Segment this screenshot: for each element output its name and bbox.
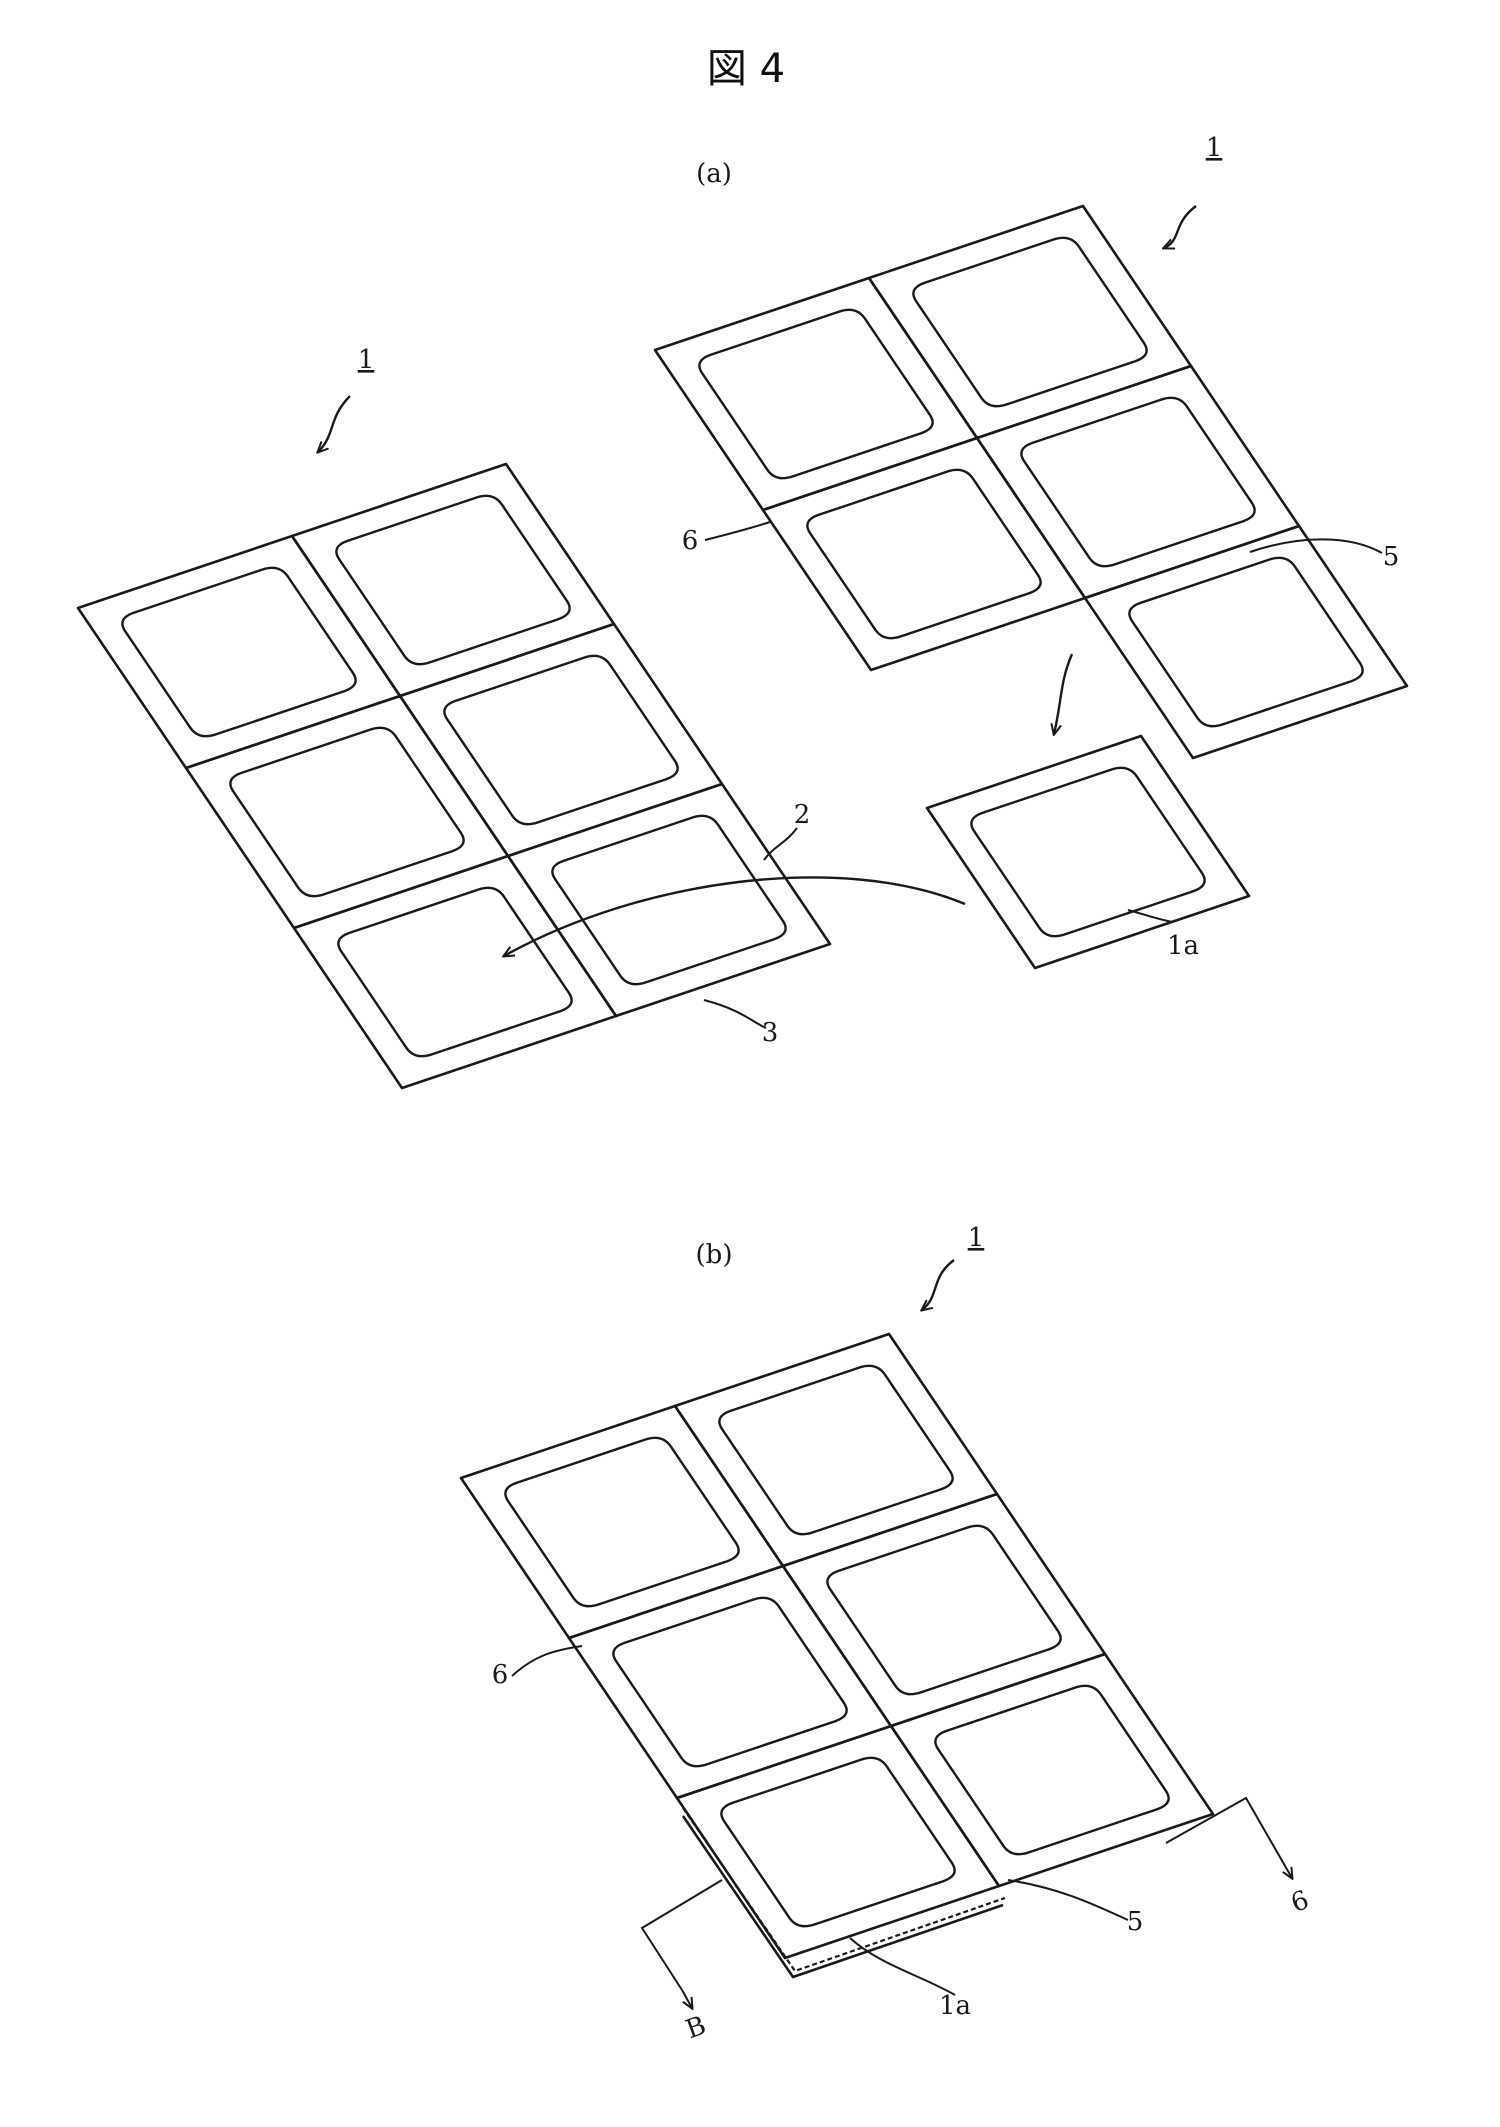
section-line-right (1165, 1796, 1292, 1878)
sheet-b-cell-r0-c0 (459, 1404, 785, 1640)
transfer-arrow-piece-to-slot (504, 876, 966, 956)
reference-arrow-sheet-a-left (318, 395, 351, 452)
leader-2 (763, 827, 798, 861)
sheet-b-window-r0-c1 (718, 1364, 954, 1536)
sheet-a-left-cell-r2-c1 (506, 782, 832, 1018)
sheet-a-left-window-r2-c1 (551, 814, 787, 986)
sheet-a-left-window-r0-c1 (335, 494, 571, 666)
sheet-a-left-grid (76, 462, 832, 1090)
section-arrow-left (681, 1989, 692, 2008)
piece-1a-window-r0-c0 (970, 766, 1206, 938)
leader-3 (703, 999, 767, 1029)
sheet-b-window-r1-c0 (612, 1596, 848, 1768)
label-sheet-b: 1 (968, 1223, 985, 1253)
panel-b-caption: (b) (696, 1240, 733, 1270)
label-2: 2 (794, 800, 811, 830)
sheet-a-left-cell-r2-c0 (292, 854, 618, 1090)
repaired-piece-edge (682, 1807, 1006, 1973)
panel-a-caption: (a) (696, 159, 732, 189)
leader-1a-a (1127, 909, 1174, 923)
sheet-a-right-window-r0-c0 (698, 308, 934, 480)
sheet-a-right-cell-r1-c1 (975, 364, 1301, 600)
sheet-b-window-r0-c0 (504, 1436, 740, 1608)
sheet-a-right-window-r1-c0 (806, 468, 1042, 640)
sheet-a-right-cell-r2-c1 (1083, 524, 1409, 760)
figure-title: 図 4 (707, 46, 785, 92)
sheet-b-grid (459, 1332, 1215, 1960)
label-sheet-a-left: 1 (358, 345, 375, 375)
reference-arrow-sheet-a-right (1164, 205, 1197, 248)
sheet-b-cell-r0-c1 (673, 1332, 999, 1568)
label-section-right: 6 (1287, 1885, 1313, 1919)
label-6-b: 6 (492, 1660, 509, 1690)
label-5-a: 5 (1383, 542, 1400, 572)
section-line-left (640, 1879, 723, 1991)
sheet-a-right-window-r1-c1 (1020, 396, 1256, 568)
sheet-b-cell-r1-c1 (781, 1492, 1107, 1728)
sheet-b-cell-r2-c1 (889, 1652, 1215, 1888)
leader-5-a (1249, 538, 1383, 554)
sheet-a-left-window-r2-c0 (337, 886, 573, 1058)
label-sheet-a-right: 1 (1206, 133, 1223, 163)
leader-1a-b (849, 1937, 956, 1996)
sheet-a-left-window-r1-c0 (229, 726, 465, 898)
label-1a-a: 1a (1167, 931, 1199, 961)
sheet-a-right-cell-r0-c1 (867, 204, 1193, 440)
label-1a-b: 1a (939, 1991, 971, 2021)
label-5-b: 5 (1127, 1907, 1144, 1937)
sheet-a-right-cell-r0-c0 (653, 276, 979, 512)
sheet-b-cell-r1-c0 (567, 1564, 893, 1800)
detached-piece-1a (925, 734, 1251, 970)
sheet-a-right-window-r0-c1 (912, 236, 1148, 408)
sheet-a-left-cell-r1-c1 (398, 622, 724, 858)
reference-arrow-sheet-b (922, 1259, 955, 1310)
sheet-a-right-cell-r1-c0 (761, 436, 1087, 672)
sheet-b-window-r2-c0 (720, 1756, 956, 1928)
leader-6-b (511, 1645, 583, 1677)
sheet-a-left-cell-r0-c1 (290, 462, 616, 698)
sheet-a-right-grid (653, 204, 1409, 760)
piece-1a-cell-r0-c0 (925, 734, 1251, 970)
sheet-a-left-cell-r0-c0 (76, 534, 402, 770)
sheet-a-right-window-r2-c1 (1128, 556, 1364, 728)
label-6-a: 6 (682, 526, 699, 556)
sheet-b-window-r2-c1 (934, 1684, 1170, 1856)
sheet-b-window-r1-c1 (826, 1524, 1062, 1696)
transfer-arrow-piece-down (1054, 653, 1074, 734)
leader-5-b (1007, 1879, 1129, 1921)
sheet-a-left-cell-r1-c0 (184, 694, 510, 930)
label-section-left: B (682, 2011, 710, 2046)
label-3: 3 (762, 1018, 779, 1048)
sheet-a-left-window-r0-c0 (121, 566, 357, 738)
repaired-piece-bottom (681, 1815, 1004, 1979)
leader-6-a (704, 521, 771, 541)
sheet-a-left-window-r1-c1 (443, 654, 679, 826)
